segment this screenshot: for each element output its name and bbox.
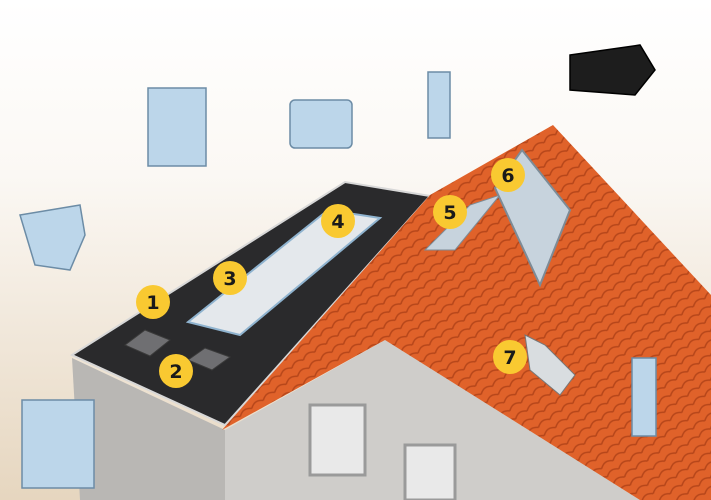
window (308, 403, 367, 477)
aluminium-profiles (19, 44, 657, 489)
callout-6: 6 (491, 158, 525, 192)
svg-text:3: 3 (223, 268, 236, 290)
roof-window (524, 334, 576, 396)
profile (19, 204, 86, 271)
window (403, 443, 457, 500)
svg-text:5: 5 (443, 202, 456, 224)
tiled-roof (222, 125, 711, 500)
profile (147, 87, 207, 167)
svg-text:1: 1 (146, 292, 159, 314)
profile (427, 71, 451, 139)
roof-hatch (124, 329, 171, 357)
svg-text:4: 4 (331, 211, 344, 233)
svg-text:7: 7 (503, 347, 516, 369)
side-wall (72, 358, 225, 500)
callout-7: 7 (493, 340, 527, 374)
callout-4: 4 (321, 204, 355, 238)
profile (289, 99, 353, 149)
profile (21, 399, 95, 489)
roof-hatch (186, 347, 232, 371)
barrel-skylight (185, 208, 383, 337)
profile (631, 357, 657, 437)
callout-5: 5 (433, 195, 467, 229)
callout-3: 3 (213, 261, 247, 295)
rubber-seal (569, 44, 656, 96)
svg-text:2: 2 (169, 361, 182, 383)
svg-text:6: 6 (501, 165, 514, 187)
callout-2: 2 (159, 354, 193, 388)
callout-1: 1 (136, 285, 170, 319)
